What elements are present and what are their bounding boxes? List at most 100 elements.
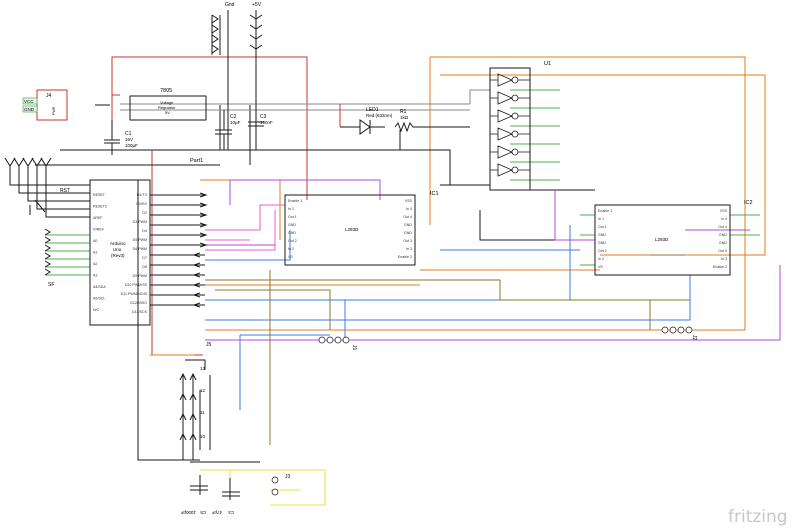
- regulator-line2: Regulator: [158, 105, 176, 110]
- arduino-right-pin-10: D10 PWM/SS: [125, 283, 148, 287]
- regulator-ref: 7805: [160, 88, 172, 94]
- ic2-ref: IC2: [744, 200, 753, 206]
- ic1-right-pin-2: Out 4: [403, 215, 412, 219]
- ic2-right-pin-6: In 3: [721, 257, 727, 261]
- connector-j3: J3: [271, 474, 291, 496]
- arduino-left-pin-9: A5/SCL: [93, 297, 105, 301]
- ic1-left-pin-7: VS: [288, 255, 293, 259]
- ic1-right-pin-1: In 4: [406, 207, 412, 211]
- wire-black-gnd: [35, 104, 595, 500]
- connector-j2: J2: [661, 326, 697, 341]
- c3-val: 100nF: [260, 120, 273, 125]
- ic2-left-pin-1: In 1: [598, 217, 604, 221]
- r1-ref: R1: [400, 109, 407, 115]
- gnd-label: Gnd: [225, 2, 235, 8]
- ic1-left-pin-6: In 2: [288, 247, 294, 251]
- j4-pwr: PWR: [52, 106, 56, 115]
- arduino-right-pin-8: D8: [142, 265, 147, 269]
- j5-label: J5: [206, 342, 212, 348]
- ic2-left-pin-7: VS: [598, 265, 603, 269]
- connector-j1: J1: [318, 336, 357, 351]
- vcc5-label: +5V: [252, 2, 262, 8]
- u1-ref: U1: [544, 61, 551, 67]
- c2-ref: C2: [230, 114, 237, 120]
- wire-orange-top: [205, 56, 766, 331]
- ic1-left-pin-5: Out 2: [288, 239, 297, 243]
- ic1-left-pin-0: Enable 1: [288, 199, 302, 203]
- ic2-right-pin-1: In 4: [721, 217, 727, 221]
- j5-pin-10: 10: [200, 434, 206, 439]
- arduino-line1: Arduino: [110, 241, 126, 246]
- ic1-left-pin-4: GND: [288, 231, 296, 235]
- wire-grey: [120, 89, 490, 111]
- arduino-right-pin-3: D3 PWM: [133, 220, 147, 224]
- j4-vcc: VCC: [24, 99, 34, 104]
- j3-label: J3: [285, 474, 291, 480]
- arduino-left-pins: RESETRESET2AREFIOREFA0A1A2A3A4/SDAA5/SCL…: [93, 193, 107, 312]
- arduino-left-pin-10: N/C: [93, 308, 100, 312]
- arduino-right-pin-2: D2: [142, 211, 147, 215]
- ic2-right-pin-4: GND: [719, 241, 727, 245]
- ic2-right-pin-3: GND: [719, 233, 727, 237]
- wire-green: [45, 89, 760, 276]
- arduino-left-pin-2: AREF: [93, 216, 103, 220]
- arduino-line3: (Rev3): [111, 253, 125, 258]
- c4-ref: C4: [228, 510, 234, 515]
- led-resistor: LED1 Red (633nm) R1 1kΩ: [339, 104, 470, 135]
- c5-ref: C5: [200, 510, 206, 515]
- arduino-left-pin-6: A2: [93, 262, 97, 266]
- arduino-right-pin-0: D1/TX: [137, 193, 148, 197]
- j5-pin-13: 13: [200, 366, 206, 371]
- u1-gates: [490, 73, 530, 177]
- wire-red-vin: [111, 56, 308, 356]
- inverter-gate-1: [490, 91, 530, 105]
- j1-label: J1: [351, 345, 357, 351]
- ic2-name: L293D: [655, 237, 669, 242]
- ic1-left-pin-1: In 1: [288, 207, 294, 211]
- arduino-left-pin-8: A4/SDA: [93, 285, 106, 289]
- inverter-gate-3: [490, 127, 530, 141]
- ic2-right-pin-2: Out 4: [718, 225, 727, 229]
- ic2-left-pin-6: In 2: [598, 257, 604, 261]
- ic1-ref: IC1: [430, 191, 439, 197]
- arduino-right-pin-4: D4: [142, 229, 147, 233]
- arduino-right-pin-9: D9 PWM: [133, 274, 147, 278]
- inverter-gate-0: [490, 73, 530, 87]
- ic1-left-pin-3: GND: [288, 223, 296, 227]
- wire-yellow: [200, 469, 326, 506]
- ic2-left-pin-0: Enable 1: [598, 209, 612, 213]
- arduino-right-pin-7: D7: [142, 256, 147, 260]
- c5-val: 1000pF: [180, 510, 196, 515]
- wire-j5: [185, 359, 211, 450]
- c1-v: 16V: [125, 137, 133, 142]
- arduino-line2: Uno: [113, 247, 122, 252]
- sf-label: SF: [48, 282, 54, 288]
- inverter-gate-2: [490, 109, 530, 123]
- ic1-right-pin-3: GND: [404, 223, 412, 227]
- j5-pin-12: 12: [200, 388, 206, 393]
- arduino-left-pin-1: RESET2: [93, 205, 107, 209]
- ic1-right-pin-5: Out 3: [403, 239, 412, 243]
- ic1-name: L293D: [345, 227, 359, 232]
- inverter-gate-5: [490, 163, 530, 177]
- ic2-right-pin-5: Out 3: [718, 249, 727, 253]
- ic2-right-pin-0: VSS: [720, 209, 728, 213]
- arduino-left-pin-0: RESET: [93, 193, 106, 197]
- c2-val: 10µF: [230, 120, 241, 125]
- led-ref: LED1: [366, 107, 379, 113]
- led-desc: Red (633nm): [366, 113, 393, 118]
- c1-ref: C1: [125, 131, 132, 137]
- c1-val: 100µF: [125, 143, 138, 148]
- wire-blue: [205, 225, 691, 410]
- ic2-left-pin-3: GND: [598, 233, 606, 237]
- arduino-left-pin-5: A1: [93, 251, 97, 255]
- regulator-line3: 5V: [165, 110, 170, 115]
- ic2-left-pin-5: Out 2: [598, 249, 607, 253]
- c3-ref: C3: [260, 114, 267, 120]
